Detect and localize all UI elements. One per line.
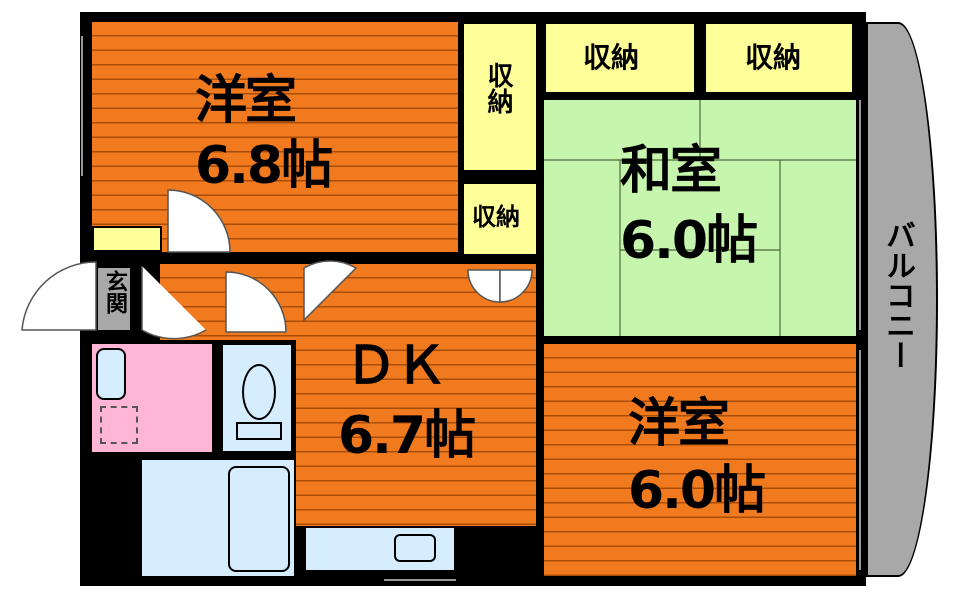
storage-top-vertical: [462, 22, 538, 172]
room-western-top-size: 6.8帖: [195, 136, 333, 196]
balcony: [866, 22, 938, 577]
room-western-bottom-size: 6.0帖: [628, 461, 766, 521]
storage-small-label: 収納: [472, 203, 520, 231]
toilet-tank: [236, 422, 282, 440]
room-western-top-name: 洋室: [195, 71, 297, 131]
room-washitsu-size: 6.0帖: [620, 211, 758, 271]
storage-top-right-label: 収納: [745, 41, 802, 74]
toilet-icon: [242, 364, 276, 420]
room-western-top: [92, 22, 458, 252]
entrance-label: 玄関: [102, 270, 127, 314]
storage-top-vertical-label: 収納: [483, 62, 513, 114]
tatami-lines: [544, 100, 856, 336]
entrance: [96, 266, 132, 332]
room-washitsu-name: 和室: [620, 141, 722, 201]
storage-top-middle: [544, 22, 696, 94]
wash-basin: [96, 348, 126, 400]
room-dk-name: ＤＫ: [345, 336, 447, 396]
bathtub: [228, 466, 290, 572]
room-western-bottom-name: 洋室: [628, 394, 730, 454]
storage-top-middle-label: 収納: [583, 41, 640, 74]
kitchen-sink: [394, 534, 436, 562]
room-dk-size: 6.7帖: [338, 406, 476, 466]
balcony-label: バルコニー: [880, 220, 915, 370]
room-western-bottom: [544, 344, 856, 576]
storage-small: [462, 182, 538, 256]
shoe-cabinet: [92, 226, 162, 252]
storage-top-right: [704, 22, 854, 94]
drain-box: [100, 406, 138, 444]
room-dk: [296, 264, 536, 526]
